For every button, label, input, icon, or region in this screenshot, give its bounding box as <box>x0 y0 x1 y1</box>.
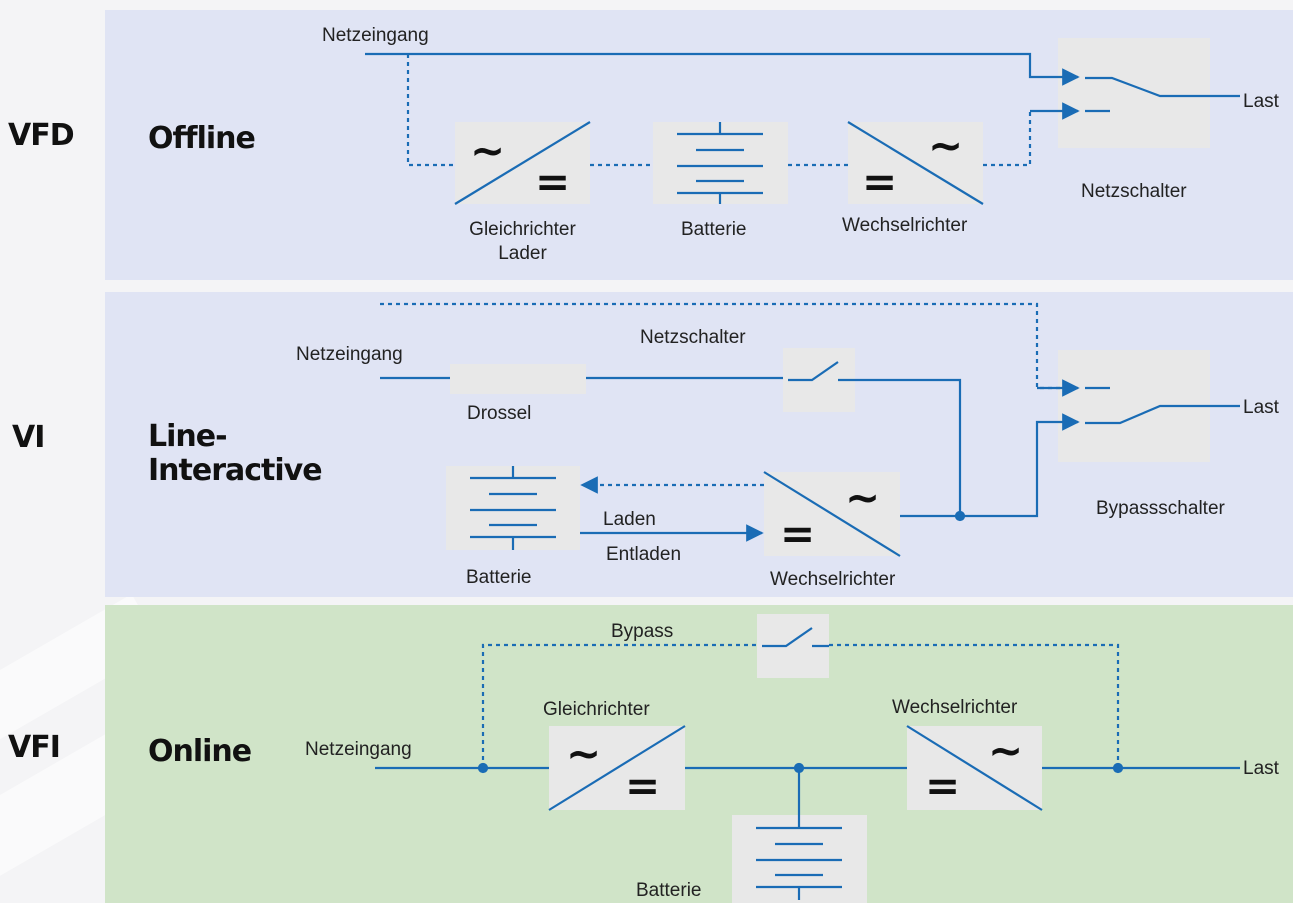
label-rectifier-line2: Lader <box>498 243 547 264</box>
inverter-diagonal <box>906 725 1043 811</box>
battery-symbol <box>756 815 842 900</box>
ac-glyph: ~ <box>566 729 601 778</box>
rectifier-diagonal <box>548 725 686 811</box>
mains-line <box>365 52 1080 86</box>
dashed-line <box>829 643 1120 768</box>
switch-symbol <box>1085 404 1240 425</box>
dc-glyph: = <box>862 157 897 206</box>
label-rectifier-line1: Gleichrichter <box>469 219 576 240</box>
mains-switch-box <box>1058 38 1210 148</box>
mode-title-offline: Offline <box>148 121 256 156</box>
label-input: Netzeingang <box>322 25 429 46</box>
dashed-line <box>481 643 757 768</box>
dashed-line <box>983 111 1032 167</box>
mode-title-line-interactive: Line- Interactive <box>148 419 323 488</box>
label-battery: Batterie <box>636 880 702 901</box>
switch-symbol <box>1085 76 1240 98</box>
row-code-vfi: VFI <box>8 730 61 765</box>
label-inverter: Wechselrichter <box>770 569 896 590</box>
dashed-line <box>406 54 455 167</box>
row-code-vfd: VFD <box>8 118 75 153</box>
inverter-diagonal <box>847 121 984 205</box>
label-bypass: Bypass <box>611 621 674 642</box>
battery-symbol <box>677 122 763 204</box>
mode-title-line2: Interactive <box>148 453 323 488</box>
label-load: Last <box>1243 758 1279 779</box>
label-input: Netzeingang <box>305 739 412 760</box>
choke-box <box>450 364 586 394</box>
battery-box <box>653 122 788 204</box>
rectifier-diagonal <box>454 121 591 205</box>
ac-glyph: ~ <box>988 726 1023 775</box>
label-inverter: Wechselrichter <box>842 215 968 236</box>
label-mains-switch: Netzschalter <box>1081 181 1187 202</box>
arrow <box>900 413 1080 518</box>
label-input: Netzeingang <box>296 344 403 365</box>
junction-dot <box>1112 762 1124 774</box>
switch-symbol <box>762 627 829 648</box>
label-load: Last <box>1243 397 1279 418</box>
row-code-vi: VI <box>12 420 45 455</box>
label-mains-switch: Netzschalter <box>640 327 746 348</box>
label-bypass-switch: Bypassschalter <box>1096 498 1225 519</box>
label-choke: Drossel <box>467 403 532 424</box>
ac-glyph: ~ <box>470 126 505 175</box>
inverter-diagonal <box>763 471 901 557</box>
switch-symbol <box>788 361 962 516</box>
battery-symbol <box>470 466 556 550</box>
label-rectifier: Gleichrichter Lader <box>445 218 600 266</box>
label-charge: Laden <box>603 509 656 530</box>
dc-glyph: = <box>535 157 570 206</box>
label-inverter: Wechselrichter <box>892 697 1018 718</box>
mode-title-line1: Line- <box>148 419 228 454</box>
online-panel <box>105 605 1293 903</box>
dc-glyph: = <box>780 509 815 558</box>
label-discharge: Entladen <box>606 544 682 565</box>
ac-glyph: ~ <box>928 121 963 170</box>
junction-dot <box>477 762 489 774</box>
mode-title-online: Online <box>148 734 252 769</box>
label-load: Last <box>1243 91 1279 112</box>
ac-glyph: ~ <box>845 473 880 522</box>
dc-glyph: = <box>925 761 960 810</box>
label-battery: Batterie <box>466 567 532 588</box>
label-rectifier: Gleichrichter <box>543 699 650 720</box>
label-battery: Batterie <box>681 219 747 240</box>
dc-glyph: = <box>625 761 660 810</box>
junction-dot <box>954 510 966 522</box>
